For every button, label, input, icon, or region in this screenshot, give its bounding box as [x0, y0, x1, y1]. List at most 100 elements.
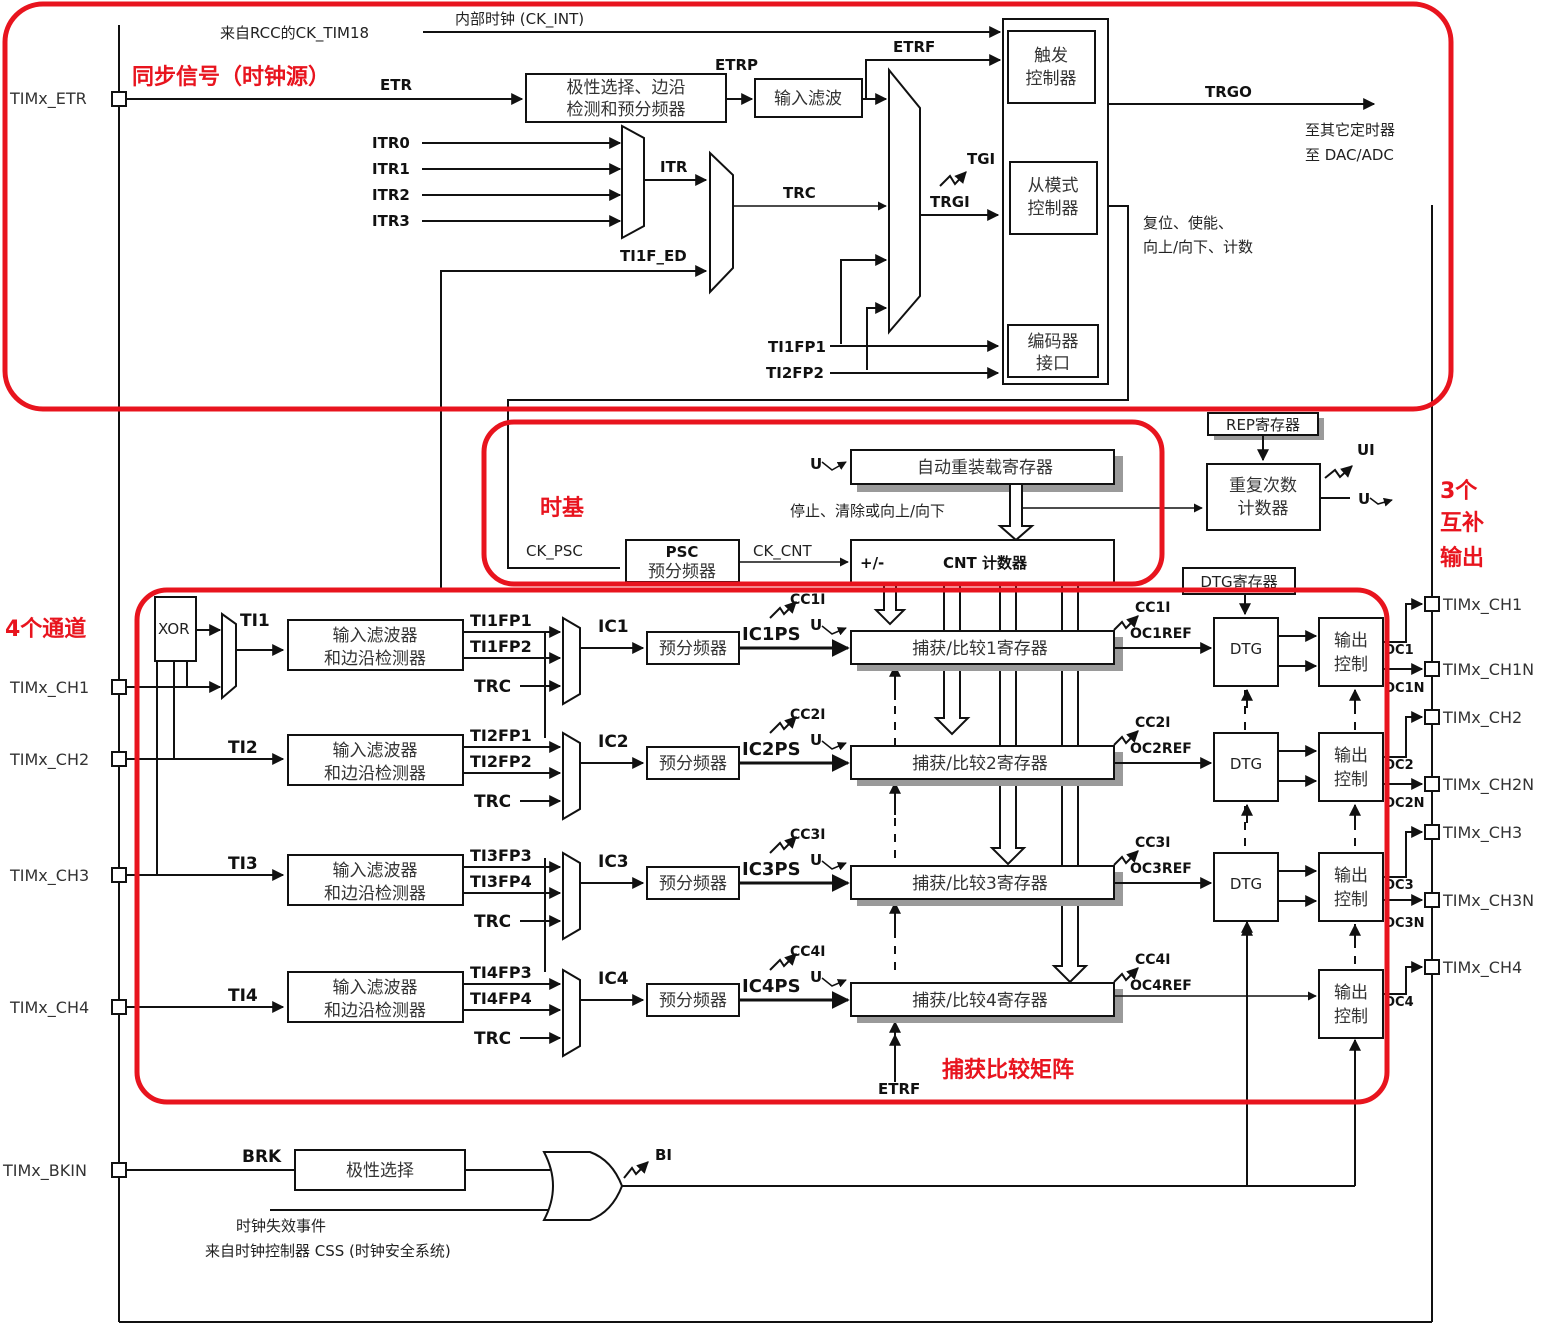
pin-ch4-label: TIMx_CH4: [9, 998, 89, 1018]
output-pin-label: TIMx_CH4: [1442, 958, 1522, 978]
reset-enable-line1: 复位、使能、: [1143, 214, 1233, 232]
trc-label: TRC: [474, 677, 511, 697]
oc-label: OC3: [1384, 878, 1414, 893]
polarity-box-line1: 极性选择、边沿: [567, 78, 686, 98]
itr0-label: ITR0: [372, 134, 410, 152]
ocref-label: OC2REF: [1130, 741, 1192, 757]
sync-signal-annotation: 同步信号（时钟源）: [132, 64, 330, 90]
polarity-edge-prescaler-box: [525, 73, 727, 123]
trc-label: TRC: [474, 912, 511, 932]
rep-u-label: U: [1358, 490, 1370, 508]
trigger-controller-line2: 控制器: [1026, 69, 1077, 89]
u-label: U: [810, 731, 822, 749]
etrf-bottom-label: ETRF: [878, 1080, 920, 1098]
filter-line1: 输入滤波器: [333, 741, 418, 761]
etr-label: ETR: [380, 76, 412, 94]
ocn-label: OC2N: [1384, 796, 1425, 811]
filter-line2: 和边沿检测器: [324, 649, 426, 669]
itr1-label: ITR1: [372, 160, 410, 178]
output-control-line1: 输出: [1334, 983, 1368, 1003]
ic-select-mux: [562, 616, 581, 706]
output-pin-label: TIMx_CH1: [1442, 595, 1522, 615]
tgi-label: TGI: [967, 150, 995, 168]
trigger-controller-line1: 触发: [1034, 46, 1068, 66]
encoder-line1: 编码器: [1028, 332, 1079, 352]
capture-compare-register-1: [850, 630, 1115, 665]
ocn-label: OC3N: [1384, 916, 1425, 931]
output-control-4: [1318, 969, 1384, 1039]
four-channels-annotation: 4个通道: [5, 616, 86, 642]
cci-label: CC4I: [790, 944, 826, 960]
u-label: U: [810, 616, 822, 634]
fp-a-label: TI2FP1: [470, 726, 532, 745]
complementary-output-annotation-1: 3个: [1440, 479, 1478, 504]
sync-signal-frame: [2, 1, 1454, 412]
trgo-label: TRGO: [1205, 83, 1252, 101]
psc-label: PSC: [666, 543, 699, 561]
itr3-label: ITR3: [372, 212, 410, 230]
bi-label: BI: [655, 1146, 672, 1164]
output-control-2: [1318, 732, 1384, 802]
annotation-frames: 同步信号（时钟源） 时基 3个 互补 输出 4个通道 捕获比较矩阵: [2, 1, 1484, 1105]
ti-label: TI3: [228, 854, 258, 874]
auto-reload-label: 自动重装载寄存器: [917, 458, 1053, 478]
etrp-label: ETRP: [715, 56, 758, 74]
output-pin-2: TIMx_CH1N: [1383, 660, 1534, 680]
input-filter-edge-detector: [287, 734, 464, 786]
output-pin-6: TIMx_CH3N: [1383, 891, 1534, 911]
prescaler-label: 预分频器: [659, 874, 727, 894]
fp-b-label: TI2FP2: [470, 752, 532, 771]
output-control-line1: 输出: [1334, 631, 1368, 651]
output-control-line2: 控制: [1334, 770, 1368, 790]
pin-ch4: [111, 999, 127, 1015]
rep-register-label: REP寄存器: [1226, 416, 1300, 434]
icps-label: IC4PS: [742, 976, 801, 997]
internal-clock-label: 内部时钟 (CK_INT): [455, 10, 584, 29]
ti-label: TI4: [228, 986, 258, 1006]
icps-label: IC3PS: [742, 859, 801, 880]
fp-b-label: TI3FP4: [470, 872, 532, 891]
output-pin-label: TIMx_CH2N: [1442, 775, 1534, 795]
rep-counter-line2: 计数器: [1238, 499, 1289, 519]
pin-bkin-label: TIMx_BKIN: [2, 1161, 87, 1181]
ck-cnt-label: CK_CNT: [753, 542, 813, 561]
ic-label: IC4: [598, 969, 629, 989]
filter-line1: 输入滤波器: [333, 861, 418, 881]
dtg-label: DTG: [1230, 875, 1262, 893]
output-pin-box: [1424, 892, 1440, 908]
input-filter-label: 输入滤波: [774, 89, 842, 109]
channel-row-1: TIMx_CH1TI1输入滤波器和边沿检测器TI1FP1TI1FP2TRCIC1…: [9, 592, 1425, 708]
input-filter-edge-detector: [287, 854, 464, 906]
capture-compare-frame: [134, 587, 1390, 1105]
dtg-3: [1213, 852, 1279, 922]
itr-mux: [621, 124, 645, 240]
clock-fail-line1: 时钟失效事件: [236, 1217, 326, 1235]
timebase-section: 自动重装载寄存器 U 停止、清除或向上/向下 CK_PSC PSC 预分频器 C…: [526, 412, 1393, 616]
pin-etr: [111, 91, 127, 107]
output-pin-1: TIMx_CH1: [1383, 595, 1522, 643]
to-dac-adc-label: 至 DAC/ADC: [1305, 146, 1394, 164]
u-label: U: [810, 968, 822, 986]
left-bus: [118, 25, 1433, 1323]
polarity-box-line2: 检测和预分频器: [567, 100, 686, 120]
timebase-frame: [481, 419, 1165, 587]
brk-label: BRK: [242, 1147, 282, 1167]
output-control-3: [1318, 852, 1384, 922]
output-control-line2: 控制: [1334, 655, 1368, 675]
filter-line2: 和边沿检测器: [324, 884, 426, 904]
trigger-controller: [1007, 30, 1096, 104]
cnt-direction-label: +/-: [860, 554, 884, 572]
ccr-label: 捕获/比较3寄存器: [912, 874, 1048, 894]
auto-reload-register: [850, 449, 1115, 485]
brake-polarity-label: 极性选择: [346, 1161, 414, 1181]
ck-psc-label: CK_PSC: [526, 542, 583, 561]
input-filter-edge-detector: [287, 971, 464, 1023]
slave-controller-line1: 从模式: [1028, 176, 1079, 196]
psc-prescaler: [625, 539, 740, 583]
clock-section: 来自RCC的CK_TIM18 内部时钟 (CK_INT) TIMx_ETR ET…: [9, 10, 1395, 590]
complementary-output-annotation-2: 互补: [1440, 511, 1484, 536]
ccr-label: 捕获/比较1寄存器: [912, 639, 1048, 659]
pin-ch3-label: TIMx_CH3: [9, 866, 89, 886]
xor-gate: [154, 596, 197, 662]
